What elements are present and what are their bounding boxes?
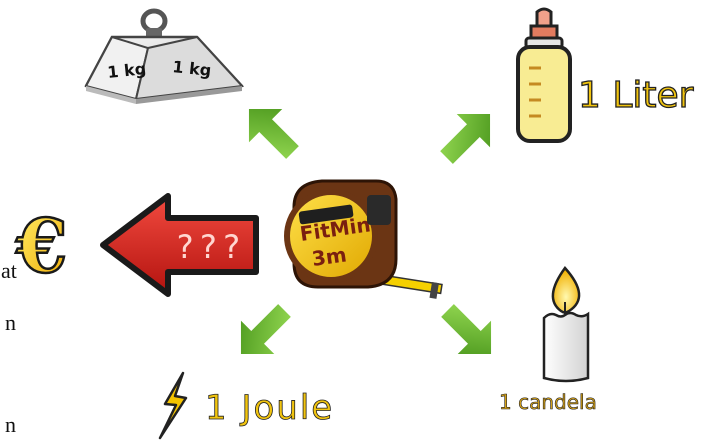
bottle-label: 1 Liter — [578, 75, 694, 116]
cut-text-1: at — [1, 258, 17, 284]
arrow-to-weight — [230, 90, 312, 172]
tape-size: 3m — [310, 242, 348, 271]
lightning-icon — [160, 373, 186, 438]
energy-label: 1 Joule — [205, 388, 334, 428]
tape-measure-icon: FitMin 3m — [287, 181, 442, 299]
candle-icon — [544, 268, 588, 381]
arrow-to-light — [428, 291, 510, 373]
euro-icon: € — [15, 204, 68, 290]
light-label: 1 candela — [499, 390, 597, 414]
weight-icon: 1 kg 1 kg — [86, 11, 242, 104]
arrow-to-energy — [222, 291, 304, 373]
weight-label-right: 1 kg — [172, 57, 213, 80]
cut-text-2: n — [5, 310, 16, 336]
bottle-icon — [518, 9, 570, 141]
money-arrow-label: ??? — [175, 228, 245, 266]
weight-label-left: 1 kg — [106, 59, 147, 82]
cut-text-3: n — [5, 412, 16, 438]
money-arrow: ??? — [103, 196, 256, 294]
arrow-to-bottle — [427, 95, 509, 177]
